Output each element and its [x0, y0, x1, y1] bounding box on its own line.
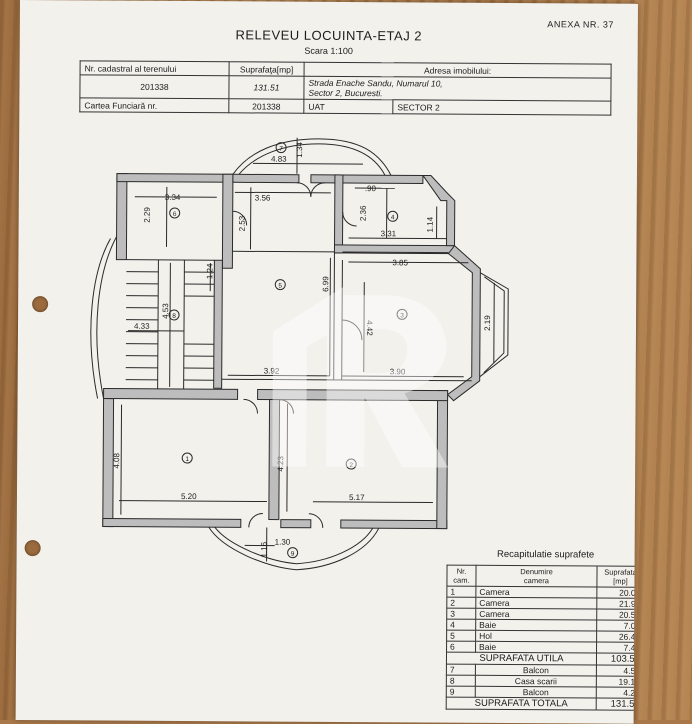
door-swing	[297, 183, 311, 197]
header-text: Denumire	[520, 567, 553, 576]
wall	[423, 175, 455, 245]
dimension-label: 5.17	[349, 493, 365, 502]
dimension-label: 2.53	[238, 215, 247, 231]
wall	[233, 174, 299, 182]
row-area: 7.00	[597, 620, 638, 631]
row-nr: 6	[447, 641, 476, 652]
document-sheet: ANEXA NR. 37 RELEVEU LOCUINTA-ETAJ 2 Sca…	[16, 0, 638, 724]
total-surface-value: 131.51	[596, 698, 638, 710]
row-area: 20.09	[597, 587, 638, 598]
header-room-area: Suprafata[mp]	[597, 566, 638, 587]
row-nr: 3	[447, 608, 476, 619]
dimension-label: 1.24	[205, 263, 214, 279]
useful-surface-label: SUPRAFATA UTILA	[446, 652, 596, 665]
row-name: Baie	[476, 641, 597, 653]
staircase	[90, 236, 214, 399]
row-name: Hol	[476, 630, 597, 642]
row-area: 4.57	[596, 665, 638, 676]
dimension-label: 1.30	[275, 538, 291, 547]
room-number: 9	[291, 551, 295, 558]
wall	[222, 174, 233, 268]
row-name: Balcon	[475, 664, 596, 676]
room-number: 8	[172, 313, 176, 320]
dimension-label: 3.85	[392, 258, 408, 267]
wall	[311, 175, 423, 184]
row-area: 4.25	[596, 687, 638, 698]
row-nr: 9	[446, 686, 475, 697]
room-number: 1	[185, 456, 189, 463]
summary-title: Recapitulatie suprafete	[447, 549, 638, 561]
dimension-label: 2.36	[359, 205, 368, 221]
header-text: [mp]	[613, 577, 628, 586]
room-number: 4	[391, 214, 395, 221]
header-text: Nr.	[457, 567, 467, 576]
watermark-logo	[272, 277, 453, 468]
row-area: 19.15	[596, 676, 638, 687]
row-name: Baie	[476, 619, 597, 631]
room-number: 7	[279, 146, 283, 153]
door-swing	[343, 212, 357, 226]
row-name: Camera	[476, 586, 597, 598]
row-nr: 2	[447, 597, 476, 608]
row-name: Balcon	[475, 686, 596, 698]
door-swing	[243, 399, 257, 413]
dimension-label: 4.08	[112, 452, 121, 468]
header-text: Suprafata	[604, 568, 637, 577]
dimension-label: 1.34	[295, 142, 304, 158]
header-text: camera	[524, 576, 549, 585]
dimension-label: 3.31	[381, 229, 397, 238]
row-area: 20.56	[597, 609, 638, 620]
dimension-label: 5.20	[181, 492, 197, 501]
wall	[103, 519, 241, 528]
dimension-label: .90	[365, 184, 377, 193]
row-name: Casa scarii	[475, 675, 596, 687]
row-nr: 1	[447, 586, 476, 597]
row-area: 21.96	[597, 598, 638, 609]
wall	[117, 174, 233, 183]
wall	[281, 520, 311, 528]
row-nr: 7	[446, 664, 475, 675]
row-name: Camera	[476, 597, 597, 609]
wall	[104, 389, 238, 400]
wall	[334, 175, 342, 253]
wall	[116, 174, 127, 260]
dimension-label: 4.53	[161, 303, 170, 319]
row-area: 7.44	[597, 642, 638, 653]
door-swing	[249, 513, 263, 527]
row-nr: 4	[447, 619, 476, 630]
header-text: cam.	[453, 576, 469, 585]
row-name: Camera	[476, 608, 597, 620]
row-nr: 5	[447, 630, 476, 641]
row-area: 26.49	[597, 631, 638, 642]
dimension-label: 4.33	[134, 322, 150, 331]
dimension-label: 1.16	[260, 541, 269, 557]
dimension-label: 4.83	[271, 155, 287, 164]
room-number: 6	[173, 211, 177, 218]
useful-surface-value: 103.54	[596, 653, 638, 665]
dimension-label: 2.19	[483, 315, 492, 331]
row-nr: 8	[446, 675, 475, 686]
wall	[341, 520, 447, 529]
total-surface-label: SUPRAFATA TOTALA	[446, 697, 596, 710]
dimension-label: 3.56	[255, 193, 271, 202]
dimension-label: 2.29	[143, 207, 152, 223]
dimension-label: 3.34	[165, 193, 181, 202]
header-room-number: Nr.cam.	[447, 565, 476, 586]
dimension-label: 1.14	[426, 216, 435, 232]
wall	[214, 260, 223, 388]
